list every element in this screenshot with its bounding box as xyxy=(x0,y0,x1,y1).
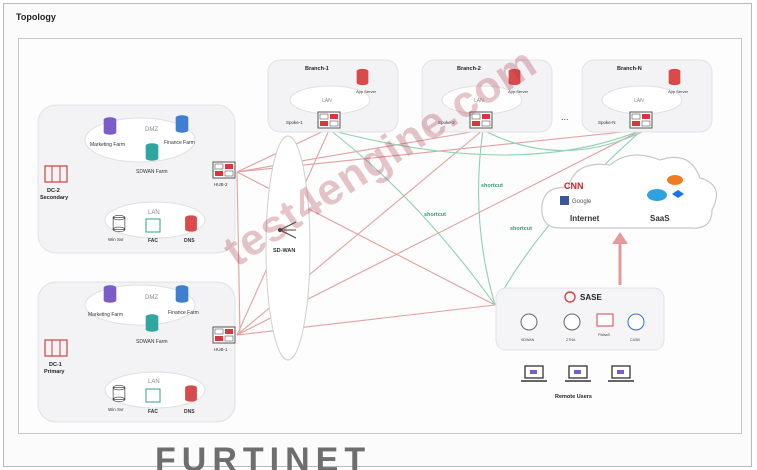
sase-icon xyxy=(564,291,576,303)
sase-title: SASE xyxy=(580,293,602,302)
branch1-app-server-icon xyxy=(356,68,369,86)
dc1-building-icon xyxy=(44,339,68,357)
sase-item-fwaas: FWaaS xyxy=(598,333,610,337)
branch2-name: Branch-2 xyxy=(457,66,481,72)
google-logo: Google xyxy=(572,199,592,205)
hub1-label: HUB-1 xyxy=(214,347,228,352)
sase-item-ztna: ZTNA xyxy=(566,338,576,342)
dc1-label: DC-1 xyxy=(49,362,62,368)
salesforce-icon xyxy=(647,189,667,201)
marketing-farm-db-icon xyxy=(103,117,117,135)
sase-ztna-icon xyxy=(563,313,581,331)
hub1-firewall-icon xyxy=(212,326,236,344)
dc2-dmz-label: DMZ xyxy=(145,127,158,133)
dc1-sdwan-db-icon xyxy=(145,314,159,332)
branch-ellipsis: ... xyxy=(561,112,569,122)
dc1-dns-icon xyxy=(185,385,197,402)
dc2-fac-icon xyxy=(145,218,161,233)
dc1-marketing-label: Marketing Farm xyxy=(88,312,123,318)
dc1-lan-label: LAN xyxy=(148,379,160,385)
dc1-marketing-db-icon xyxy=(103,285,117,303)
dc2-marketing-label: Marketing Farm xyxy=(90,142,125,148)
hub2-firewall-icon xyxy=(212,161,236,179)
sase-item-casb: CASB xyxy=(630,338,640,342)
dc2-dns-label: DNS xyxy=(184,238,195,244)
saas-label: SaaS xyxy=(650,214,670,223)
branchN-app-label: App Server xyxy=(668,89,689,94)
dc1-dns-label: DNS xyxy=(184,409,195,415)
sdwan-farm-db-icon xyxy=(145,143,159,161)
dc2-sdwan-farm-label: SDWAN Farm xyxy=(136,169,167,175)
branch1-app-label: App Server xyxy=(356,89,377,94)
dc2-label: DC-2 xyxy=(47,188,60,194)
sase-item-sdwan: SDWAN xyxy=(521,338,535,342)
laptop-icon xyxy=(521,365,547,382)
shortcut-label-1: shortcut xyxy=(481,183,503,189)
sase-box: SASE SDWAN ZTNA FWaaS CASB xyxy=(495,287,665,351)
internet-label: Internet xyxy=(570,214,600,223)
spoke2-firewall-icon xyxy=(469,111,493,129)
sdwan-label: SD-WAN xyxy=(273,248,295,254)
hub2-label: HUB-2 xyxy=(214,182,228,187)
dc1-dmz-label: DMZ xyxy=(145,295,158,301)
sdwan-icon xyxy=(277,221,297,239)
dc2-winsvr-label: Win Svr xyxy=(108,237,124,242)
branch1-lan-label: LAN xyxy=(322,98,332,104)
laptop-icon xyxy=(565,365,591,382)
panel-title: Topology xyxy=(16,12,56,22)
branchN: Branch-N LAN App Server Spoke-N xyxy=(581,59,713,133)
spoke1-label: Spoke-1 xyxy=(286,120,303,125)
dropbox-icon xyxy=(672,190,684,198)
finance-farm-db-icon xyxy=(175,115,189,133)
dc1-fac-label: FAC xyxy=(148,409,158,415)
branchN-app-server-icon xyxy=(668,68,681,86)
dc1-region: DMZ Marketing Farm Finance Farm SDWAN Fa… xyxy=(37,281,236,423)
dc2-finance-label: Finance Farm xyxy=(164,140,195,146)
cnn-logo: CNN xyxy=(564,181,584,191)
sdwan-cloud: SD-WAN xyxy=(265,135,311,361)
dc1-finance-db-icon xyxy=(175,285,189,303)
facebook-icon xyxy=(560,196,569,205)
dc1-fac-icon xyxy=(145,388,161,403)
dc2-region: DMZ Marketing Farm Finance Farm SDWAN Fa… xyxy=(37,104,236,254)
spokeN-label: Spoke-N xyxy=(598,120,616,125)
branch2-lan-label: LAN xyxy=(474,98,484,104)
branchN-lan-label: LAN xyxy=(634,98,644,104)
dc1-winsvr-label: Win Svr xyxy=(108,407,124,412)
sase-sdwan-icon xyxy=(520,313,538,331)
shortcut-label-3: shortcut xyxy=(510,226,532,232)
spokeN-firewall-icon xyxy=(629,111,653,129)
branch1: Branch-1 LAN App Server Spoke-1 xyxy=(267,59,399,133)
branchN-name: Branch-N xyxy=(617,66,642,72)
sase-fwaas-icon xyxy=(596,313,614,327)
spoke1-firewall-icon xyxy=(317,111,341,129)
dc1-label-primary: Primary xyxy=(44,369,65,375)
dc1-sdwan-farm-label: SDWAN Farm xyxy=(136,339,167,345)
branch1-name: Branch-1 xyxy=(305,66,329,72)
remote-users-label: Remote Users xyxy=(555,394,592,400)
internet-saas-cloud: CNN Google Internet SaaS xyxy=(541,154,718,229)
dc2-label-secondary: Secondary xyxy=(40,195,69,201)
dc2-lan-label: LAN xyxy=(148,210,160,216)
dc1-finance-label: Finance Farm xyxy=(168,310,199,316)
dc2-building-icon xyxy=(44,165,68,183)
laptop-icon xyxy=(608,365,634,382)
sase-casb-icon xyxy=(627,313,645,331)
branch2: Branch-2 LAN App Server Spoke-2 xyxy=(421,59,553,133)
branch2-app-label: App Server xyxy=(508,89,529,94)
dc2-fac-label: FAC xyxy=(148,238,158,244)
dc2-dns-icon xyxy=(185,215,197,232)
fortinet-logo: FURTINET xyxy=(155,441,372,470)
remote-users: Remote Users xyxy=(521,365,634,400)
shortcut-label-2: shortcut xyxy=(424,212,446,218)
spoke2-label: Spoke-2 xyxy=(438,120,455,125)
aws-cloud-icon xyxy=(667,175,683,185)
